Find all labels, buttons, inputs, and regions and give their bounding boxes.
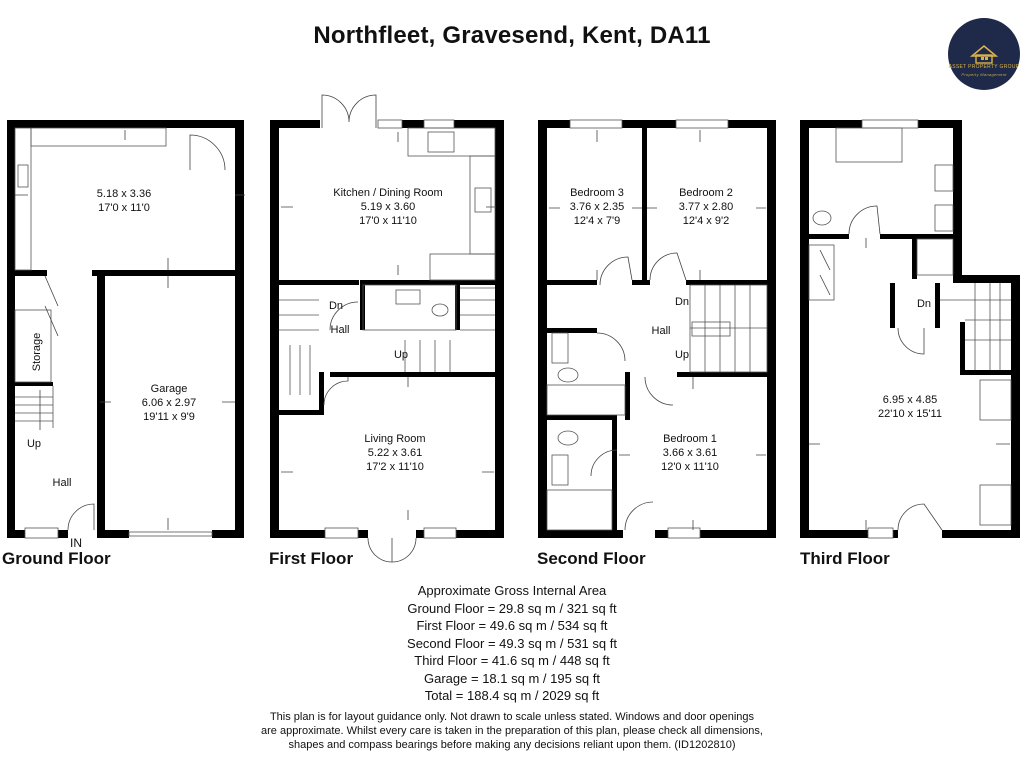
ground-up-label: Up — [27, 438, 41, 450]
second-floor-plan — [538, 119, 776, 539]
garage-dims-m: 6.06 x 2.97 — [142, 397, 196, 409]
bedroom3-dims-m: 3.76 x 2.35 — [570, 201, 624, 213]
plan-title: Northfleet, Gravesend, Kent, DA11 — [313, 22, 711, 49]
second-hall-label: Hall — [652, 325, 671, 337]
disclaimer-line-3: shapes and compass bearings before makin… — [288, 739, 736, 751]
area-heading: Approximate Gross Internal Area — [417, 583, 607, 598]
entrance-label: IN — [70, 536, 82, 550]
first-floor-plan — [270, 94, 504, 563]
second-floor-label: Second Floor — [537, 549, 646, 568]
kitchen-dims-m: 5.19 x 3.60 — [361, 201, 415, 213]
logo-company-name: ASSET PROPERTY GROUP — [948, 64, 1020, 70]
house-logo-icon — [969, 44, 999, 64]
first-floor-label: First Floor — [269, 549, 354, 568]
living-room-dims-m: 5.22 x 3.61 — [368, 447, 422, 459]
living-room-label: Living Room — [364, 433, 425, 445]
first-up-label: Up — [394, 349, 408, 361]
ground-hall-label: Hall — [53, 477, 72, 489]
third-dn-label: Dn — [917, 298, 931, 310]
bedroom3-label: Bedroom 3 — [570, 187, 624, 199]
ground-floor-label: Ground Floor — [2, 549, 111, 568]
disclaimer-line-1: This plan is for layout guidance only. N… — [269, 711, 755, 723]
area-line-third: Third Floor = 41.6 sq m / 448 sq ft — [414, 653, 610, 668]
bedroom2-label: Bedroom 2 — [679, 187, 733, 199]
ground-room1-dims-m: 5.18 x 3.36 — [97, 188, 151, 200]
bedroom1-dims-ft: 12'0 x 11'10 — [661, 461, 719, 473]
bedroom2-dims-m: 3.77 x 2.80 — [679, 201, 733, 213]
third-room-dims-ft: 22'10 x 15'11 — [878, 408, 942, 420]
kitchen-dims-ft: 17'0 x 11'10 — [359, 215, 417, 227]
garage-dims-ft: 19'11 x 9'9 — [143, 411, 195, 423]
bedroom1-label: Bedroom 1 — [663, 433, 717, 445]
first-hall-label: Hall — [331, 324, 350, 336]
garage-label: Garage — [151, 383, 188, 395]
second-dn-label: Dn — [675, 296, 689, 308]
disclaimer: This plan is for layout guidance only. N… — [0, 710, 1024, 752]
bedroom2-dims-ft: 12'4 x 9'2 — [683, 215, 729, 227]
third-room-dims-m: 6.95 x 4.85 — [883, 394, 937, 406]
logo-tagline: Property Management — [961, 72, 1007, 77]
first-dn-label: Dn — [329, 300, 343, 312]
bedroom3-dims-ft: 12'4 x 7'9 — [574, 215, 620, 227]
third-floor-label: Third Floor — [800, 549, 890, 568]
living-room-dims-ft: 17'2 x 11'10 — [366, 461, 424, 473]
storage-label: Storage — [31, 333, 43, 372]
area-line-second: Second Floor = 49.3 sq m / 531 sq ft — [407, 635, 617, 651]
area-line-first: First Floor = 49.6 sq m / 534 sq ft — [416, 618, 608, 633]
third-floor-plan — [800, 119, 1020, 539]
ground-floor-plan — [7, 120, 245, 539]
area-summary: Approximate Gross Internal Area Ground F… — [0, 582, 1024, 705]
bedroom1-dims-m: 3.66 x 3.61 — [663, 447, 717, 459]
second-up-label: Up — [675, 349, 689, 361]
disclaimer-line-2: are approximate. Whilst every care is ta… — [261, 725, 763, 737]
company-logo: ASSET PROPERTY GROUP Property Management — [948, 18, 1020, 90]
area-line-total: Total = 188.4 sq m / 2029 sq ft — [424, 688, 600, 703]
area-line-garage: Garage = 18.1 sq m / 195 sq ft — [424, 670, 600, 686]
kitchen-label: Kitchen / Dining Room — [333, 187, 442, 199]
area-line-ground: Ground Floor = 29.8 sq m / 321 sq ft — [407, 600, 617, 616]
ground-room1-dims-ft: 17'0 x 11'0 — [98, 202, 150, 214]
